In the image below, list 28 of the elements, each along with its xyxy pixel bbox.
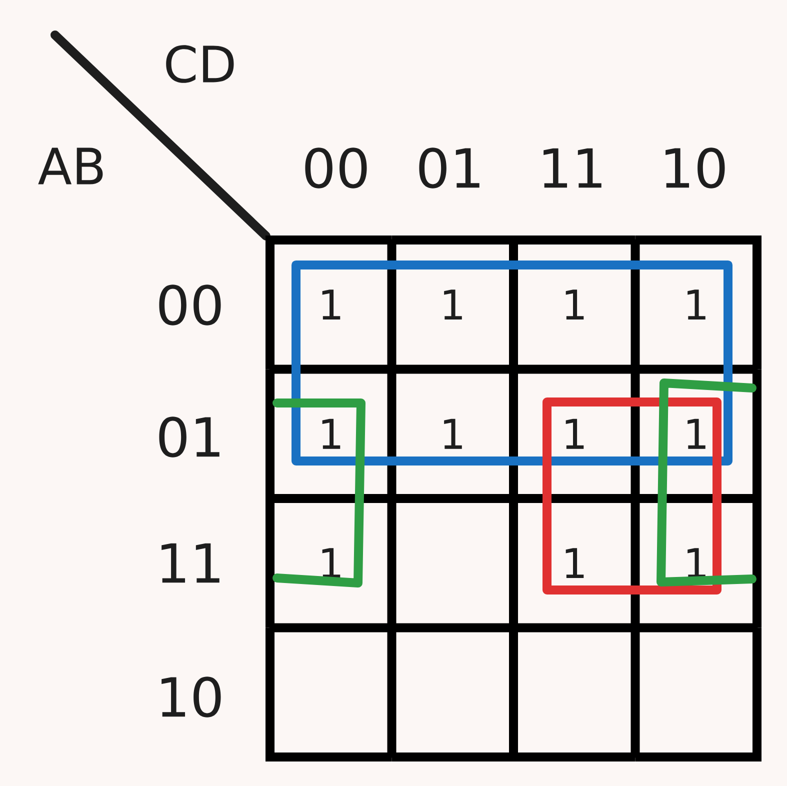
- row-header: 10: [162, 676, 221, 718]
- column-header: 01: [419, 148, 480, 188]
- grid-cell: [634, 627, 762, 762]
- grid-cell: 1: [266, 236, 392, 370]
- grid-cell: [391, 627, 514, 762]
- row-header: 11: [162, 543, 220, 583]
- grid-cell: 1: [266, 368, 392, 500]
- grid-cell: [512, 627, 636, 762]
- grid-cell: 1: [512, 368, 636, 500]
- grid-cell: 1: [634, 236, 762, 370]
- group-rectangle: [292, 260, 732, 466]
- column-header: 10: [666, 148, 725, 188]
- grid-cell: 1: [512, 498, 636, 628]
- variable-label: AB: [38, 148, 103, 184]
- column-header: 11: [544, 148, 602, 188]
- column-header: 00: [305, 148, 367, 188]
- row-header: 01: [159, 416, 220, 458]
- grid-cell: [391, 498, 514, 628]
- group-bracket: [656, 378, 756, 586]
- grid-cell: 1: [391, 368, 514, 500]
- grid-cell: 1: [512, 236, 636, 370]
- grid-cell: 1: [391, 236, 514, 370]
- group-bracket: [272, 398, 366, 588]
- grid-cell: [266, 627, 392, 762]
- grid-cell: 1: [634, 368, 762, 500]
- variable-label: CD: [166, 45, 234, 83]
- group-rectangle: [542, 398, 722, 594]
- row-header: 00: [159, 284, 221, 326]
